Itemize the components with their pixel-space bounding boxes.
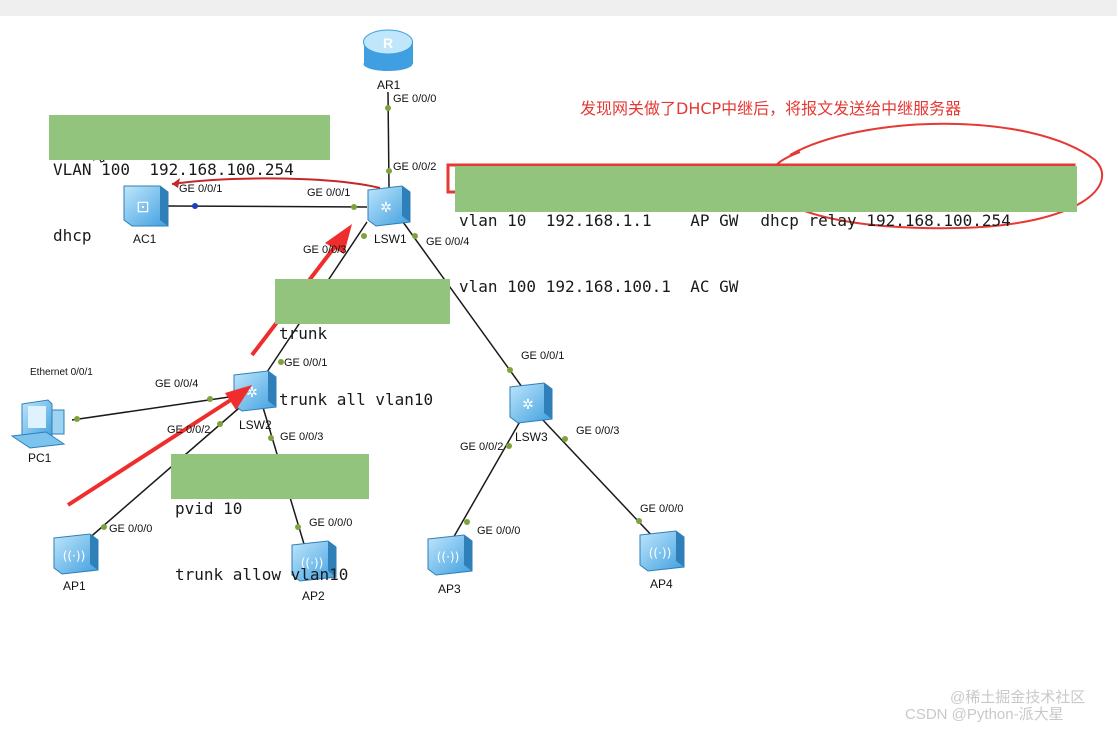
port-lsw3-ge001: GE 0/0/1 [521,350,565,362]
router-ar1-icon[interactable]: R [363,29,414,71]
arrow-to-lsw2 [66,392,242,507]
svg-text:✲: ✲ [522,397,534,413]
note-vlan100-line1: VLAN 100 192.168.100.254 [53,160,294,179]
note-trunk-line1: trunk [279,324,328,343]
port-lsw2-ge002: GE 0/0/2 [167,424,211,436]
note-trunk: trunk trunk all vlan10 [275,279,450,409]
svg-text:((·)): ((·)) [437,550,460,564]
annotation-shapes [66,122,1104,507]
port-lsw2-ge001: GE 0/0/1 [284,357,328,369]
link-ac1-lsw1 [167,205,368,208]
note-pvid: pvid 10 trunk allow vlan10 [171,454,369,584]
label-pc1: PC1 [28,451,52,465]
switch-lsw3-icon[interactable]: ✲ [509,382,553,424]
svg-text:✲: ✲ [380,200,392,216]
note-pvid-line2: trunk allow vlan10 [175,565,349,584]
port-lsw3-ge002: GE 0/0/2 [460,441,504,453]
svg-text:((·)): ((·)) [301,556,324,570]
note-vlan100-line2: dhcp [53,226,92,245]
port-pc1-ethernet: Ethernet 0/0/1 [30,367,93,378]
label-ap2: AP2 [302,589,325,603]
port-lsw2-ge004: GE 0/0/4 [155,378,199,390]
port-lsw1-ge001: GE 0/0/1 [307,187,351,199]
label-ap3: AP3 [438,582,461,596]
label-ar1: AR1 [377,78,401,92]
port-lsw1-ge003: GE 0/0/3 [303,244,347,256]
port-ap4-ge000: GE 0/0/0 [640,503,684,515]
watermark-line1: @稀土掘金技术社区 [950,689,1086,706]
arrow-to-lsw2-head [225,385,252,410]
top-band [0,0,1117,16]
port-lsw1-ge004: GE 0/0/4 [426,236,470,248]
pc-pc1-icon[interactable] [10,399,66,449]
note-gateway: vlan 10 192.168.1.1 AP GW dhcp relay 192.… [455,166,1077,296]
svg-text:✲: ✲ [246,385,258,401]
ap1-icon[interactable]: ((·)) [53,533,99,575]
ac1-return-arrowhead [172,178,180,188]
port-ar1-ge000: GE 0/0/0 [393,93,437,105]
arrow-to-lsw1-head [325,224,352,254]
label-lsw1: LSW1 [374,232,407,246]
port-lsw1-ge002: GE 0/0/2 [393,161,437,173]
label-lsw2: LSW2 [239,418,272,432]
switch-lsw1-icon[interactable]: ✲ [367,185,411,227]
port-lsw3-ge003: GE 0/0/3 [576,425,620,437]
note-vlan100: VLAN 100 192.168.100.254 dhcp [49,115,330,245]
note-trunk-line2: trunk all vlan10 [279,390,434,409]
svg-text:((·)): ((·)) [649,546,672,560]
link-lsw1-lsw3 [402,221,523,388]
ac1-icon[interactable]: ⊡ [123,185,169,227]
port-lsw2-ge003: GE 0/0/3 [280,431,324,443]
note-gw-vlan10: vlan 10 192.168.1.1 AP GW [459,211,739,230]
svg-text:R: R [383,35,393,51]
note-gateway-line2: vlan 100 192.168.100.1 AC GW [459,277,739,296]
watermark-line2: CSDN @Python-派大星 [905,706,1064,723]
note-pvid-line1: pvid 10 [175,499,243,518]
port-ap1-ge000: GE 0/0/0 [109,523,153,535]
note-gateway-line1: vlan 10 192.168.1.1 AP GW dhcp relay 192.… [459,210,1073,232]
svg-text:((·)): ((·)) [63,549,86,563]
port-ap2-ge000: GE 0/0/0 [309,517,353,529]
link-lsw3-ap3 [451,417,523,541]
label-lsw3: LSW3 [515,430,548,444]
note-relay: dhcp relay 192.168.100.254 [760,211,1011,230]
label-ap1: AP1 [63,579,86,593]
svg-text:⊡: ⊡ [136,197,149,216]
ap4-icon[interactable]: ((·)) [639,530,685,572]
ac1-return-arrow [171,177,381,189]
label-ap4: AP4 [650,577,673,591]
annotation-red-text: 发现网关做了DHCP中继后，将报文发送给中继服务器 [580,99,962,118]
ap2-icon[interactable]: ((·)) [291,540,337,582]
port-dots [74,105,642,530]
port-ap3-ge000: GE 0/0/0 [477,525,521,537]
ap3-icon[interactable]: ((·)) [427,534,473,576]
port-ac1-ge001: GE 0/0/1 [179,183,223,195]
label-ac1: AC1 [133,232,157,246]
